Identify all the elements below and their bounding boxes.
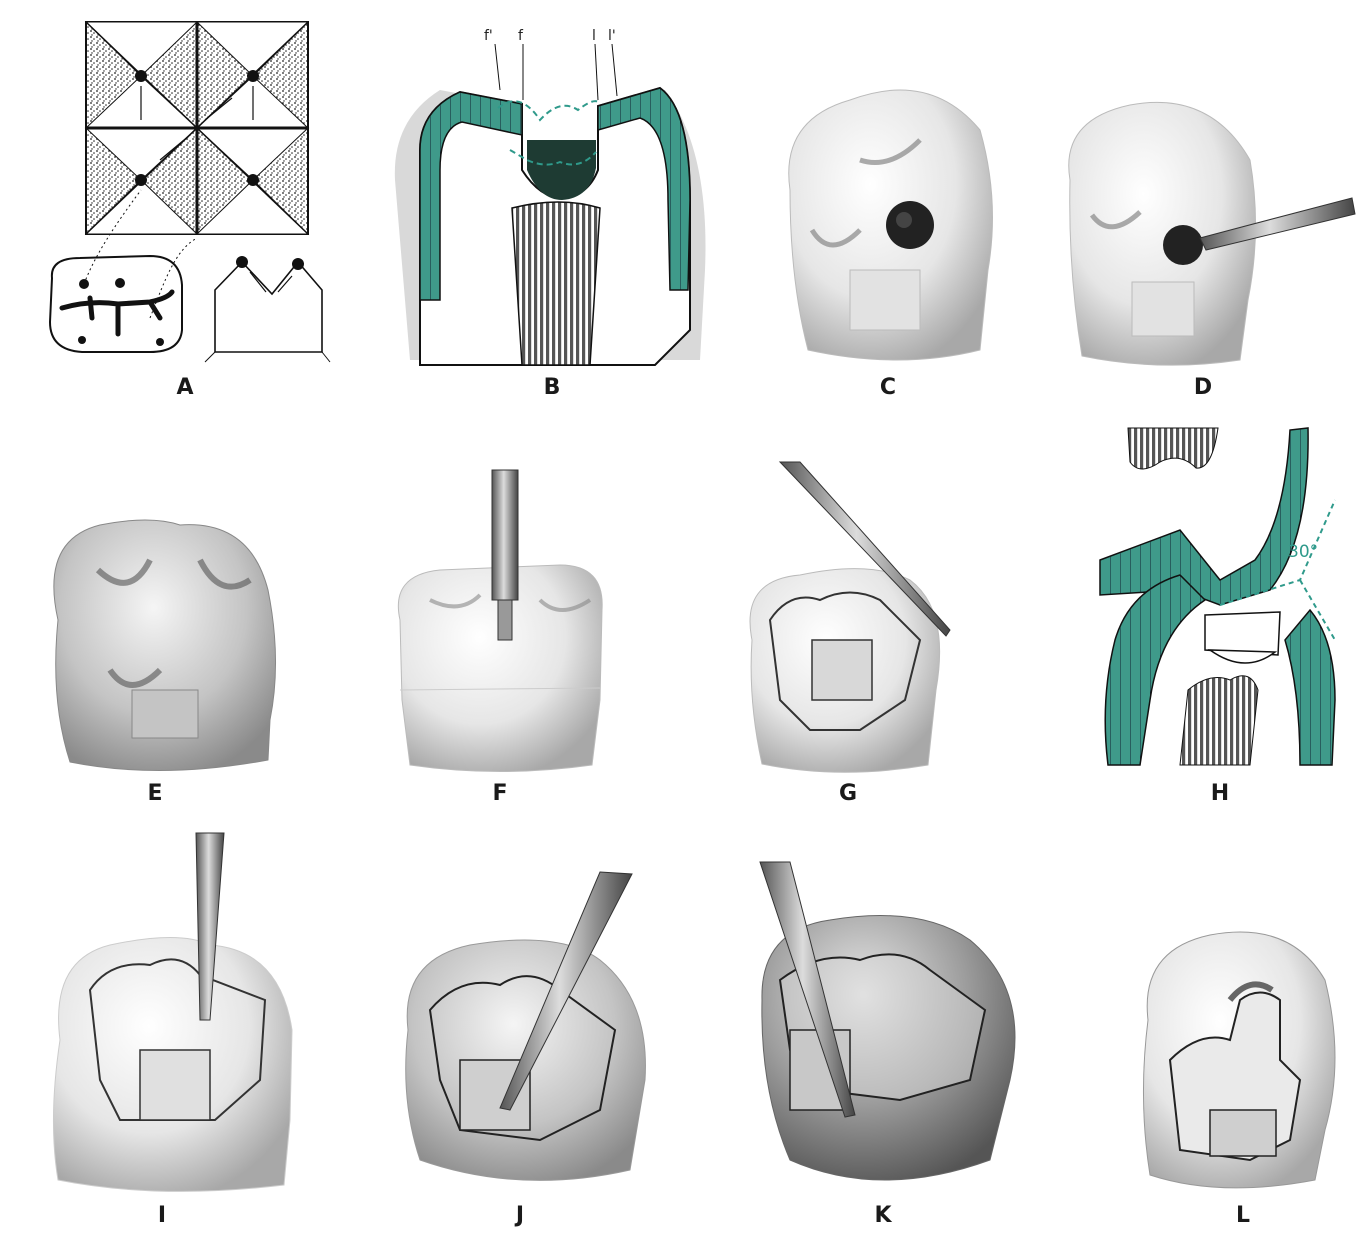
panel-b-cross-section: f' f l l' <box>395 28 706 365</box>
panel-e-tooth-occlusal <box>54 520 276 771</box>
panel-label-l: L <box>1236 1203 1250 1228</box>
b-label-f-prime: f' <box>484 28 493 44</box>
panel-c-tooth-caries <box>789 90 993 360</box>
panel-label-i: I <box>158 1203 166 1228</box>
panel-h-cross-section: 30° <box>1100 428 1335 765</box>
panel-label-k: K <box>874 1203 892 1228</box>
panel-d-tooth-instrument <box>1069 102 1355 365</box>
panel-label-d: D <box>1194 375 1212 400</box>
panel-label-h: H <box>1211 781 1229 806</box>
panel-label-e: E <box>147 781 162 806</box>
b-label-l-prime: l' <box>608 28 616 44</box>
panel-k-tooth-bur <box>760 862 1015 1180</box>
panel-label-f: F <box>492 781 507 806</box>
panel-label-g: G <box>839 781 857 806</box>
panel-label-b: B <box>544 375 561 400</box>
b-label-l: l <box>592 28 596 44</box>
h-angle-label: 30° <box>1288 542 1318 562</box>
panel-label-c: C <box>880 375 896 400</box>
panel-f-tooth-bur <box>398 470 602 772</box>
panel-label-j: J <box>514 1203 524 1228</box>
panel-i-tooth-bur <box>53 833 292 1191</box>
panel-l-tooth-final <box>1143 932 1335 1188</box>
panel-label-a: A <box>176 375 193 400</box>
panel-a-diagram <box>50 22 330 362</box>
b-label-f: f <box>518 28 524 44</box>
panel-j-tooth-bur <box>406 872 646 1180</box>
panel-g-tooth-outline <box>750 462 950 772</box>
